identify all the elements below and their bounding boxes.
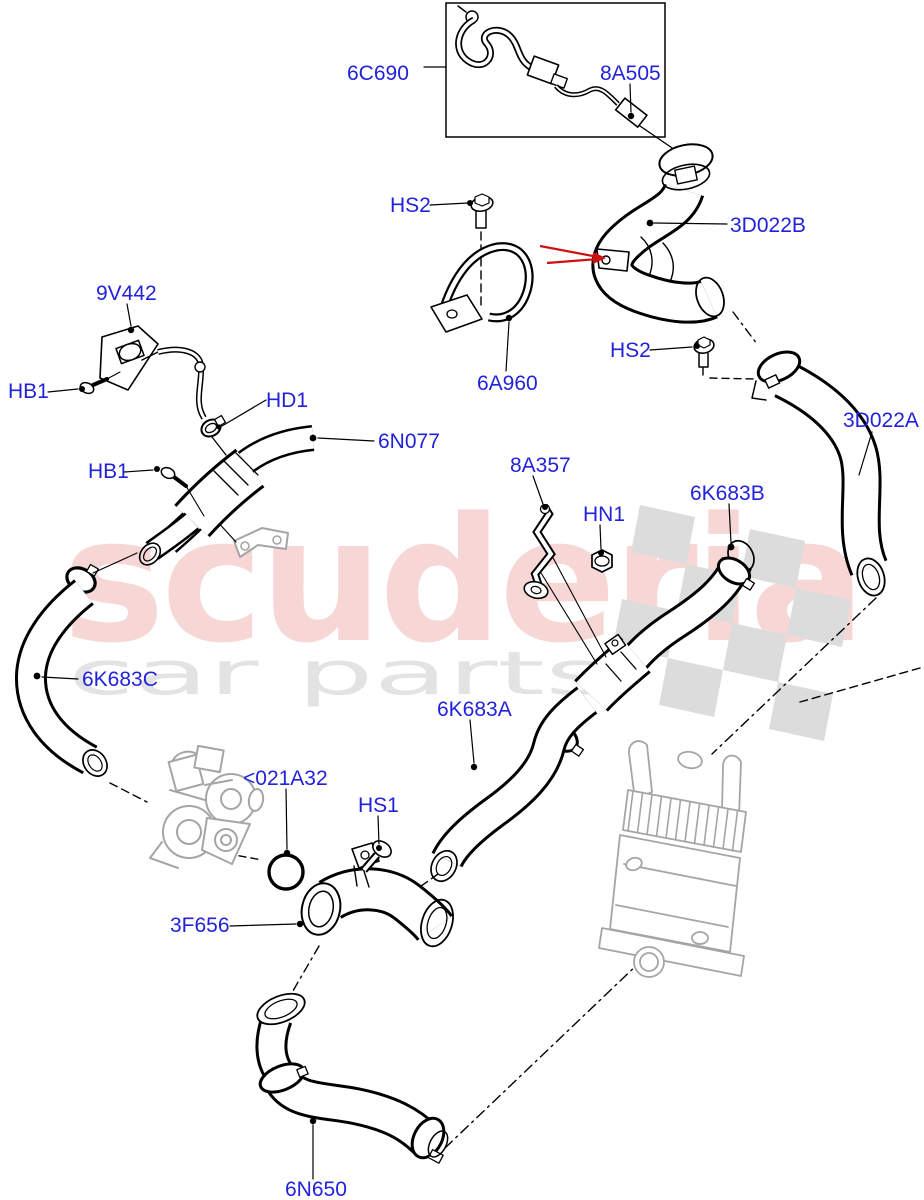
part-6a960-bracket <box>430 242 534 333</box>
part-hb1-bolt-lower <box>160 466 205 517</box>
part-label-6c690[interactable]: 6C690 <box>347 62 409 85</box>
part-9v442-assembly <box>99 325 207 420</box>
part-label-021a32[interactable]: <021A32 <box>243 767 328 790</box>
part-hd1-clamp <box>200 414 227 456</box>
part-label-hb1-upper[interactable]: HB1 <box>8 380 49 403</box>
part-hs1-bolt <box>360 840 392 873</box>
part-label-6n077[interactable]: 6N077 <box>378 430 440 453</box>
align-hs2-clamp <box>702 367 756 380</box>
part-6k683c-hose <box>15 552 138 777</box>
part-hs2-bolt-upper <box>470 193 494 229</box>
leader-lines <box>41 66 873 1180</box>
leader-dots <box>33 112 735 1125</box>
part-6k683b-hose <box>574 539 756 712</box>
part-label-6k683c[interactable]: 6K683C <box>82 668 158 691</box>
part-3d022b-pipe <box>591 143 725 324</box>
red-arrow <box>539 244 606 265</box>
align-6k683c-turbo <box>109 782 148 803</box>
callout-box <box>445 2 666 138</box>
hose-clamp <box>756 350 802 384</box>
part-label-3d022a[interactable]: 3D022A <box>843 409 919 432</box>
part-6c690-box <box>445 2 679 153</box>
part-label-8a357[interactable]: 8A357 <box>510 454 571 477</box>
align-6n650-intercooler <box>444 961 641 1149</box>
intercooler-fins <box>627 790 739 852</box>
align-edge <box>799 667 921 703</box>
part-021a32-oring <box>267 853 305 891</box>
align-elbow-6n650 <box>289 945 320 997</box>
part-label-hb1-lower[interactable]: HB1 <box>88 460 129 483</box>
part-3d022a-hose <box>751 350 888 597</box>
part-hs2-bolt-right <box>693 336 715 368</box>
part-label-3d022b[interactable]: 3D022B <box>730 214 806 237</box>
part-label-hd1[interactable]: HD1 <box>266 389 308 412</box>
part-label-hs2-right[interactable]: HS2 <box>610 339 651 362</box>
part-label-hs1[interactable]: HS1 <box>358 794 399 817</box>
part-label-6a960[interactable]: 6A960 <box>477 372 538 395</box>
part-labels: 6C690 8A505 HS2 3D022B 9V442 HB1 HD1 6N0… <box>8 62 919 1200</box>
hose-clamp <box>410 1116 446 1160</box>
pipe-bracket-tab <box>596 248 630 272</box>
turbocharger-ghost <box>149 744 265 869</box>
align-3d022b-3d022a <box>732 311 758 345</box>
intercooler-ghost <box>598 740 747 978</box>
part-label-6k683b[interactable]: 6K683B <box>690 482 765 505</box>
part-label-9v442[interactable]: 9V442 <box>96 282 157 305</box>
part-3f656-elbow <box>300 842 454 948</box>
part-6n077-hose <box>138 425 315 566</box>
part-label-8a505[interactable]: 8A505 <box>600 62 661 85</box>
part-hn1-nut <box>591 549 613 573</box>
part-6n650-hose <box>255 992 449 1164</box>
watermark-subtext: car parts <box>68 639 608 709</box>
part-6k683a-hose <box>430 686 598 883</box>
part-label-6k683a[interactable]: 6K683A <box>437 698 512 721</box>
part-label-6n650[interactable]: 6N650 <box>285 1178 347 1200</box>
part-label-3f656[interactable]: 3F656 <box>170 914 230 937</box>
align-3d022a-intercooler <box>711 597 877 755</box>
part-label-hs2-upper[interactable]: HS2 <box>390 194 431 217</box>
part-8a505-connector <box>614 97 648 128</box>
part-label-hn1[interactable]: HN1 <box>583 503 625 526</box>
sensor-boss <box>604 633 627 656</box>
